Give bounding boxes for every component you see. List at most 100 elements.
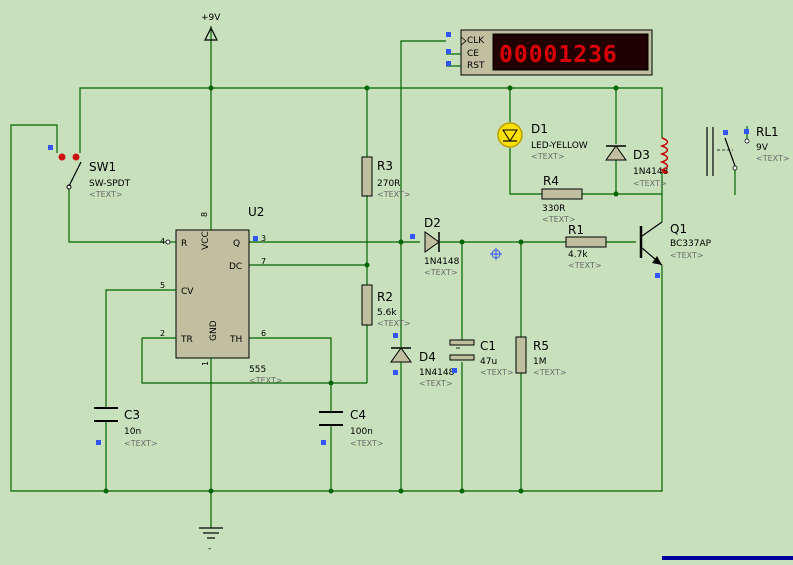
r5-text: <TEXT> <box>533 368 567 377</box>
capacitor-c3[interactable]: C3 10n <TEXT> <box>94 407 158 448</box>
u2-pinnum-1: 1 <box>201 361 210 366</box>
r4-ref: R4 <box>543 174 559 188</box>
junctions <box>103 85 619 494</box>
counter-digits: 00001236 <box>499 42 618 68</box>
u2-pinnum-7: 7 <box>261 257 266 266</box>
d2-text: <TEXT> <box>424 268 458 277</box>
resistor-r5[interactable]: R5 1M <TEXT> <box>515 336 567 377</box>
wires <box>10 40 748 528</box>
resistor-r4[interactable]: R4 330R <TEXT> <box>541 174 583 224</box>
u2-ref: U2 <box>248 205 264 219</box>
u2-pin-dc: DC <box>229 262 242 272</box>
u2-q-marker <box>253 236 258 241</box>
u2-pinnum-2: 2 <box>160 329 165 338</box>
rl1-ref: RL1 <box>756 125 779 139</box>
ic-u2[interactable]: R VCC Q DC CV TR GND TH 4 8 3 7 5 2 1 6 … <box>142 205 283 385</box>
diode-d2[interactable]: D2 1N4148 <TEXT> <box>410 216 460 277</box>
rl1-text: <TEXT> <box>756 154 790 163</box>
r4-value: 330R <box>542 204 565 214</box>
d3-ref: D3 <box>633 148 650 162</box>
r5-ref: R5 <box>533 339 549 353</box>
d4-ref: D4 <box>419 350 436 364</box>
u2-pinnum-8: 8 <box>200 212 209 217</box>
supply-label: +9V <box>201 13 221 23</box>
d3-text: <TEXT> <box>633 179 667 188</box>
rl1-marker-right <box>744 129 749 134</box>
d2-marker <box>410 234 415 239</box>
ground-label: - <box>208 544 211 554</box>
q1-ref: Q1 <box>670 222 687 236</box>
u2-text: <TEXT> <box>249 376 283 385</box>
sw1-value: SW-SPDT <box>89 179 131 189</box>
power-terminal[interactable]: +9V <box>201 13 221 41</box>
c3-ref: C3 <box>124 408 140 422</box>
u2-pinnum-5: 5 <box>160 281 165 290</box>
resistor-r3[interactable]: R3 270R <TEXT> <box>361 156 411 199</box>
c4-ref: C4 <box>350 408 366 422</box>
d2-ref: D2 <box>424 216 441 230</box>
r4-text: <TEXT> <box>542 215 576 224</box>
counter-pin-clk: CLK <box>467 36 485 46</box>
d4-value: 1N4148 <box>419 368 455 378</box>
c3-text: <TEXT> <box>124 439 158 448</box>
sw1-text: <TEXT> <box>89 190 123 199</box>
c3-value: 10n <box>124 427 141 437</box>
counter-pin-rst: RST <box>467 61 485 71</box>
c1-marker <box>452 368 457 373</box>
d1-ref: D1 <box>531 122 548 136</box>
resistor-r2[interactable]: R2 5.6k <TEXT> <box>361 284 411 328</box>
c1-ref: C1 <box>480 339 496 353</box>
r1-value: 4.7k <box>568 250 588 260</box>
probe-marker[interactable] <box>490 248 502 260</box>
d4-marker-top <box>393 333 398 338</box>
window-edge <box>662 556 793 560</box>
u2-pin-vcc: VCC <box>201 231 211 250</box>
rl1-value: 9V <box>756 143 769 153</box>
q1-text: <TEXT> <box>670 251 704 260</box>
d4-text: <TEXT> <box>419 379 453 388</box>
switch-sw1[interactable]: SW1 SW-SPDT <TEXT> <box>48 128 131 199</box>
r5-value: 1M <box>533 357 547 367</box>
u2-pin-cv: CV <box>181 287 194 297</box>
led-d1[interactable]: D1 LED-YELLOW <TEXT> <box>497 122 588 161</box>
c3-marker <box>96 440 101 445</box>
u2-pin-th: TH <box>229 335 242 345</box>
q1-value: BC337AP <box>670 239 712 249</box>
u2-pinnum-4: 4 <box>160 237 165 246</box>
counter-display[interactable]: CLK CE RST 00001236 <box>446 29 653 76</box>
diode-d4[interactable]: D4 1N4148 <TEXT> <box>390 333 455 388</box>
diode-d3[interactable]: D3 1N4148 <TEXT> <box>605 145 669 188</box>
d1-text: <TEXT> <box>531 152 565 161</box>
u2-value: 555 <box>249 365 266 375</box>
r2-text: <TEXT> <box>377 319 411 328</box>
r1-text: <TEXT> <box>568 261 602 270</box>
u2-pin-r: R <box>181 239 187 249</box>
sw1-ref: SW1 <box>89 160 116 174</box>
u2-pin-gnd: GND <box>209 320 219 341</box>
capacitor-c1[interactable]: C1 47u <TEXT> <box>449 339 514 377</box>
r3-value: 270R <box>377 179 400 189</box>
transistor-q1[interactable]: Q1 BC337AP <TEXT> <box>639 221 712 278</box>
rl1-marker-left <box>723 130 728 135</box>
u2-pin-q: Q <box>233 239 240 249</box>
counter-ce-marker <box>446 49 451 54</box>
d3-value: 1N4148 <box>633 167 669 177</box>
r1-ref: R1 <box>568 223 584 237</box>
capacitor-c4[interactable]: C4 100n <TEXT> <box>319 405 384 448</box>
relay-rl1[interactable]: RL1 9V <TEXT> <box>659 125 790 176</box>
d1-value: LED-YELLOW <box>531 141 588 151</box>
u2-pinnum-6: 6 <box>261 329 266 338</box>
resistor-r1[interactable]: R1 4.7k <TEXT> <box>565 223 607 270</box>
r3-ref: R3 <box>377 159 393 173</box>
ground-terminal[interactable]: - <box>199 527 223 554</box>
r2-value: 5.6k <box>377 308 397 318</box>
c4-text: <TEXT> <box>350 439 384 448</box>
counter-pin-ce: CE <box>467 49 479 59</box>
counter-clk-marker <box>446 32 451 37</box>
d2-value: 1N4148 <box>424 257 460 267</box>
sw1-marker <box>48 145 53 150</box>
q1-marker <box>655 273 660 278</box>
c1-value: 47u <box>480 357 497 367</box>
